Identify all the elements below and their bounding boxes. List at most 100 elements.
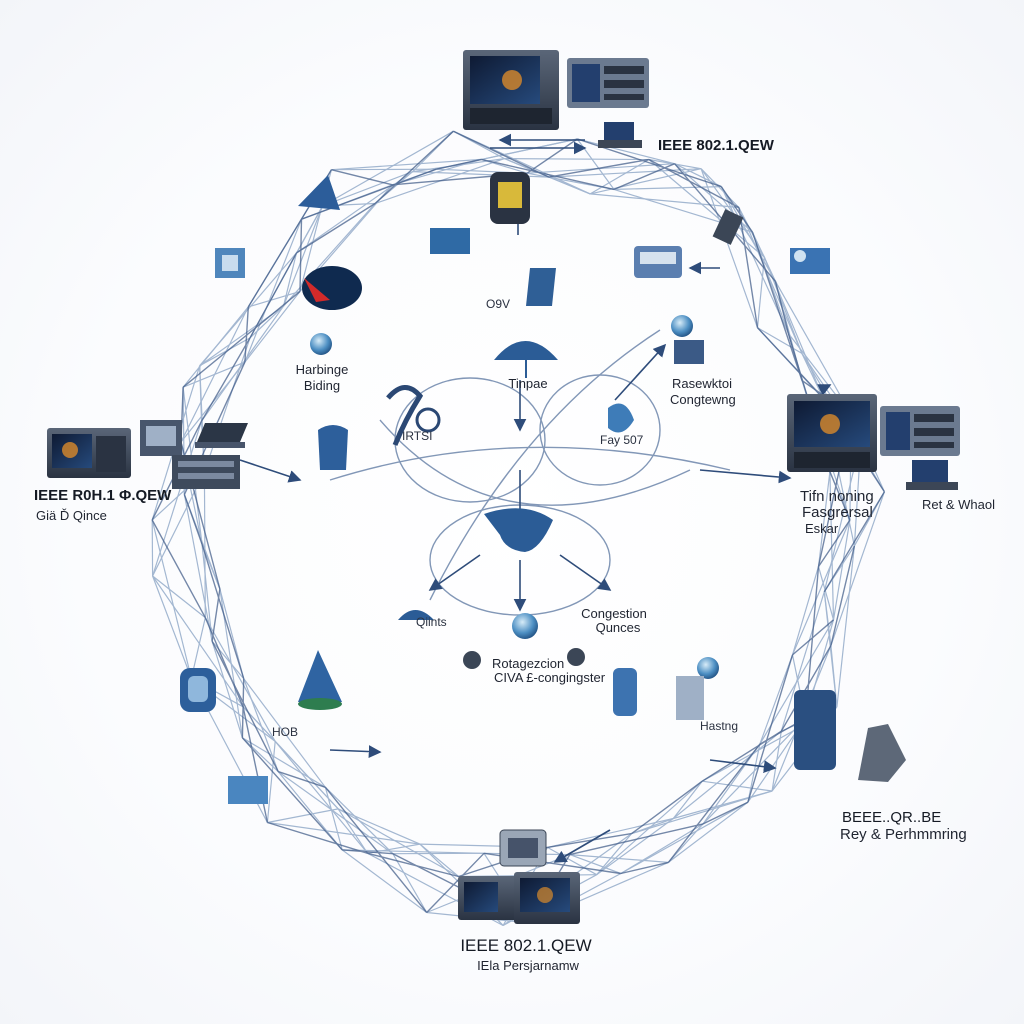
- mesh-line: [249, 252, 298, 339]
- node-icon-jellyfish[interactable]: [318, 425, 348, 470]
- flow-arrows: [239, 133, 832, 863]
- mesh-line: [152, 575, 192, 679]
- mesh-line: [700, 168, 759, 328]
- mesh-line: [419, 843, 459, 877]
- node-icon-bottom-dome[interactable]: [398, 610, 434, 620]
- mesh-line: [757, 327, 803, 354]
- right-server-tower[interactable]: [787, 394, 877, 472]
- node-icon-ice-pack[interactable]: [794, 690, 836, 770]
- node-icon-globe-center[interactable]: [512, 613, 538, 639]
- mesh-line: [241, 678, 245, 738]
- label-rotagezcion-line2: CIVA £-congingster: [494, 670, 606, 685]
- mesh-line: [747, 744, 761, 803]
- bottom-gateway[interactable]: [499, 829, 547, 867]
- mesh-line: [738, 207, 803, 354]
- node-icon-ring-swirl[interactable]: [386, 385, 424, 446]
- mesh-line: [780, 645, 832, 732]
- mesh-line: [331, 158, 482, 171]
- mesh-line: [631, 817, 674, 835]
- node-icon-tool[interactable]: [712, 209, 744, 245]
- top-server-tower[interactable]: [463, 50, 559, 130]
- node-icon-bottle[interactable]: [613, 668, 637, 716]
- node-icon-tablet[interactable]: [526, 268, 556, 306]
- mesh-line: [249, 305, 284, 339]
- mesh-line: [282, 205, 324, 307]
- top-rack-server[interactable]: [567, 58, 649, 108]
- mesh-line: [774, 281, 852, 415]
- mesh-line: [569, 823, 704, 856]
- mesh-line: [322, 130, 454, 207]
- mesh-line: [817, 519, 851, 567]
- mesh-line: [791, 519, 851, 656]
- node-icon-red-helmet[interactable]: [302, 266, 362, 310]
- node-icon-globe-right[interactable]: [671, 315, 693, 337]
- mesh-line: [201, 543, 245, 679]
- node-icon-left-bottom-box[interactable]: [228, 776, 268, 804]
- label-rasewktoi-line1: Rasewktoi: [672, 376, 732, 391]
- bottom-server-right[interactable]: [514, 872, 580, 924]
- mesh-line: [648, 159, 765, 258]
- node-icon-left-cube[interactable]: [215, 248, 245, 278]
- mesh-line: [267, 808, 339, 824]
- mesh-line: [547, 832, 632, 849]
- node-icon-right-device[interactable]: [674, 340, 704, 364]
- mesh-line: [341, 849, 428, 913]
- node-icon-backpack[interactable]: [490, 172, 530, 224]
- mesh-line: [152, 575, 206, 619]
- mesh-line: [201, 544, 213, 642]
- mesh-line: [771, 731, 782, 792]
- node-icon-printer[interactable]: [634, 246, 682, 278]
- mesh-line: [426, 852, 485, 913]
- label-right-line1: Tifn noning: [800, 488, 874, 505]
- node-icon-blue-box[interactable]: [430, 228, 470, 254]
- mesh-line: [242, 706, 269, 823]
- node-icon-lens[interactable]: [415, 407, 441, 433]
- mesh-line: [282, 252, 298, 307]
- mesh-line: [392, 853, 428, 913]
- mesh-line: [759, 654, 794, 745]
- mesh-line: [756, 257, 765, 328]
- mesh-line: [631, 780, 703, 835]
- mesh-line: [182, 361, 246, 388]
- mesh-line: [337, 808, 369, 854]
- left-server-tower[interactable]: [47, 428, 131, 478]
- mesh-line: [241, 737, 279, 773]
- node-icon-binoculars[interactable]: [463, 648, 585, 669]
- mesh-line: [322, 171, 413, 207]
- node-icon-left-lantern[interactable]: [180, 668, 216, 712]
- node-icon-satellite[interactable]: [790, 248, 830, 274]
- node-icon-fish[interactable]: [608, 403, 634, 433]
- node-icon-top-left-shard[interactable]: [298, 175, 340, 210]
- mesh-line: [620, 801, 749, 875]
- node-icon-umbrella[interactable]: [494, 341, 558, 378]
- mesh-line: [151, 519, 192, 679]
- label-bottom-right-line1: BEEE..QR..BE: [842, 809, 942, 826]
- mesh-line: [547, 817, 674, 848]
- label-congestion-line1: Congestion: [581, 606, 647, 621]
- mesh-line: [299, 219, 303, 292]
- top-laptop[interactable]: [598, 122, 642, 148]
- right-laptop[interactable]: [906, 460, 958, 490]
- mesh-line: [283, 203, 376, 307]
- label-congestion-line2: Qunces: [595, 620, 641, 635]
- left-laptop[interactable]: [195, 423, 248, 448]
- right-rack-server[interactable]: [880, 406, 960, 456]
- node-icon-bottom-right-tool[interactable]: [858, 724, 906, 782]
- mesh-line: [596, 780, 703, 876]
- mesh-line: [702, 801, 749, 825]
- node-icon-center-dome[interactable]: [484, 508, 553, 552]
- mesh-line: [203, 471, 206, 618]
- node-icon-robot-arm[interactable]: [676, 657, 719, 720]
- left-router[interactable]: [140, 420, 182, 456]
- node-icon-globe-small[interactable]: [310, 333, 332, 355]
- left-switch[interactable]: [172, 455, 240, 489]
- mesh-line: [244, 218, 303, 363]
- label-bottom-right-line2: Rey & Perhmmring: [840, 826, 967, 843]
- mesh-line: [199, 365, 203, 422]
- mesh-line: [324, 786, 394, 855]
- node-icon-cone[interactable]: [298, 650, 342, 710]
- mesh-line: [244, 291, 301, 363]
- mesh-line: [241, 737, 343, 851]
- mesh-line: [267, 821, 368, 854]
- bottom-server-left[interactable]: [458, 876, 518, 920]
